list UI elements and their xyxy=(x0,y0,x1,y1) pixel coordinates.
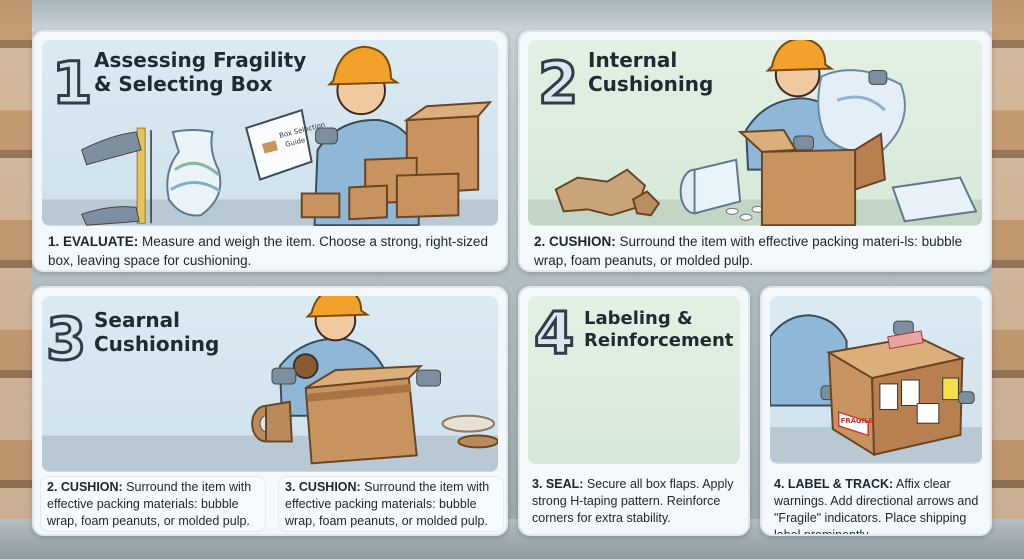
step-caption: 4. LABEL & TRACK: Affix clear warnings. … xyxy=(774,476,980,536)
step-title-line-2: & Selecting Box xyxy=(94,72,273,96)
step-title-line-2: Reinforcement xyxy=(584,330,734,351)
step-title: Searnal Cushioning xyxy=(94,308,219,356)
step-title-line-1: Searnal xyxy=(94,308,180,332)
panel-step-1: Box Selection Guide 1 Assessing Fragilit… xyxy=(32,30,508,272)
scene-step-3 xyxy=(42,296,498,472)
step-number: 1 xyxy=(50,49,93,117)
caption-text: Surround the item with effective packing… xyxy=(47,480,252,528)
step-title-line-1: Labeling & xyxy=(584,308,693,329)
step-number: 4 xyxy=(532,299,575,367)
step-title-line-1: Assessing Fragility xyxy=(94,48,307,72)
caption-label: 2. CUSHION: xyxy=(534,234,616,249)
step-caption: 2. CUSHION: Surround the item with effec… xyxy=(534,232,980,270)
illustration-step-2 xyxy=(528,40,982,226)
caption-text: Surround the item with effective packing… xyxy=(534,234,963,268)
caption-text: Measure and weigh the item. Choose a str… xyxy=(48,234,488,268)
caption-text: Affix clear warnings. Add directional ar… xyxy=(774,477,979,536)
scene-step-1: Box Selection Guide xyxy=(42,40,498,226)
panel-step-2: 2 Internal Cushioning 2. CUSHION: Surrou… xyxy=(518,30,992,272)
illustration-step-5: FRAGILE xyxy=(770,314,982,463)
step-caption: 3. CUSHION: Surround the item with effec… xyxy=(285,479,499,530)
caption-label: 1. EVALUATE: xyxy=(48,234,139,249)
illustration-step-1: Box Selection Guide xyxy=(42,45,498,226)
step-title: Labeling & Reinforcement xyxy=(584,308,733,352)
scene-step-4 xyxy=(528,296,740,464)
caption-label: 4. LABEL & TRACK: xyxy=(774,477,894,491)
step-title-line-1: Internal xyxy=(588,48,678,72)
caption-label: 2. CUSHION: xyxy=(47,480,123,494)
ceiling xyxy=(0,0,1024,30)
step-number: 3 xyxy=(44,305,87,373)
caption-text: Secure all box flaps. Apply strong H-tap… xyxy=(532,477,734,525)
scene-step-2 xyxy=(528,40,982,226)
caption-label: 3. SEAL: xyxy=(532,477,584,491)
shelf-left xyxy=(0,0,32,559)
shelf-right xyxy=(992,0,1024,559)
step-title-line-2: Cushioning xyxy=(588,72,714,96)
step-number: 2 xyxy=(536,49,579,117)
step-title: Internal Cushioning xyxy=(588,48,713,96)
panel-step-3: 3 Searnal Cushioning 2. CUSHION: Surroun… xyxy=(32,286,508,536)
step-caption: 1. EVALUATE: Measure and weigh the item.… xyxy=(48,232,496,270)
panel-step-5: FRAGILE 4. LABEL & TRACK: Affix clear wa… xyxy=(760,286,992,536)
step-caption: 3. SEAL: Secure all box flaps. Apply str… xyxy=(532,476,738,527)
step-title: Assessing Fragility & Selecting Box xyxy=(94,48,306,96)
caption-text: Surround the item with effective packing… xyxy=(285,480,490,528)
step-caption: 2. CUSHION: Surround the item with effec… xyxy=(47,479,261,530)
scene-step-5: FRAGILE xyxy=(770,296,982,464)
step-title-line-2: Cushioning xyxy=(94,332,220,356)
caption-label: 3. CUSHION: xyxy=(285,480,361,494)
illustration-step-3 xyxy=(42,296,498,472)
panel-step-4: 4 Labeling & Reinforcement 3. SEAL: Secu… xyxy=(518,286,750,536)
caption-box-a: 2. CUSHION: Surround the item with effec… xyxy=(40,476,266,532)
caption-box-b: 3. CUSHION: Surround the item with effec… xyxy=(278,476,504,532)
fragile-label: FRAGILE xyxy=(841,417,874,425)
